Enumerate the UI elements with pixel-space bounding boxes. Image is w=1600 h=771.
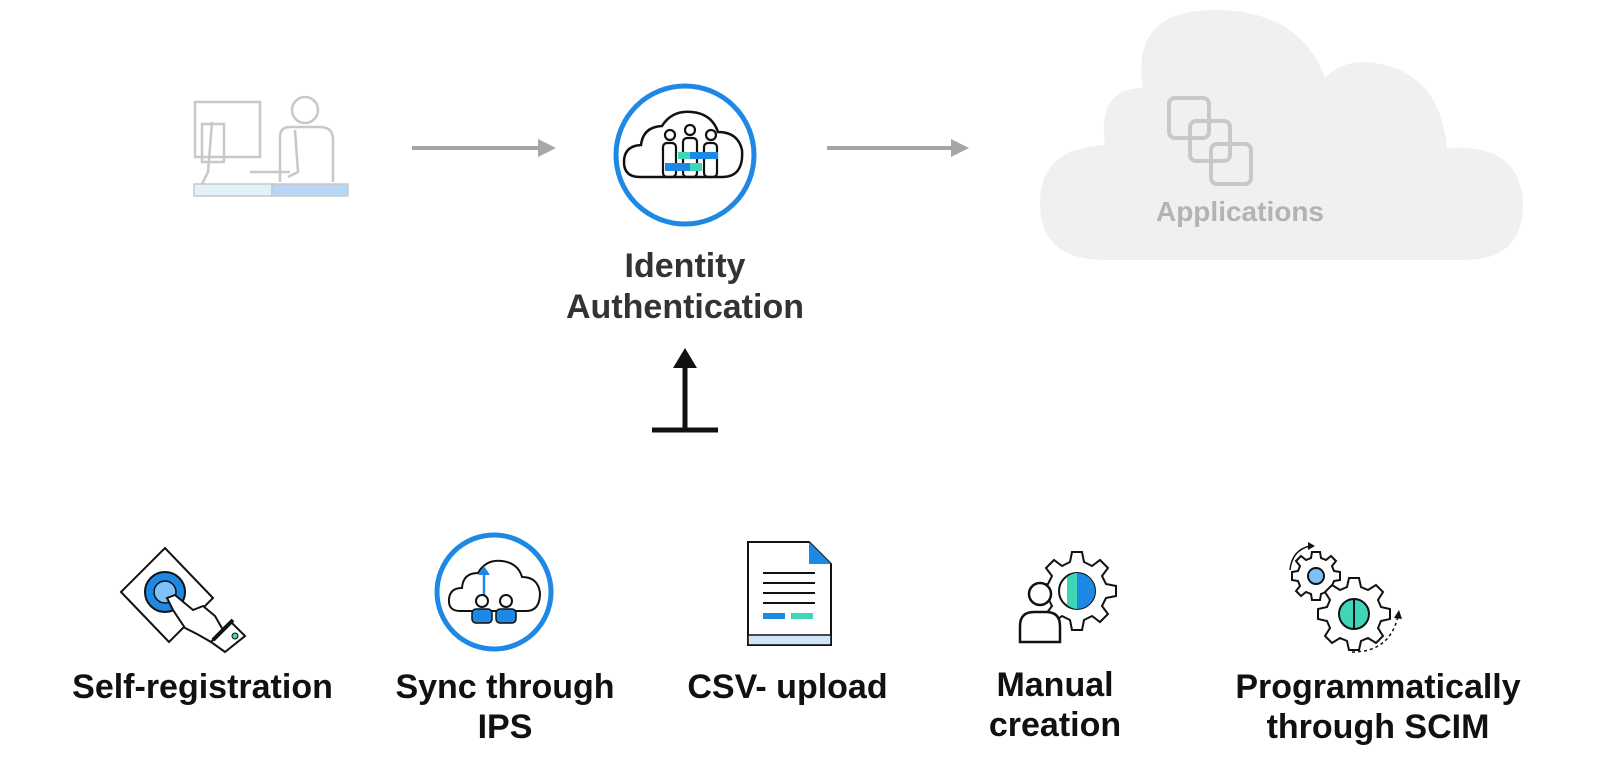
- applications-cloud: [1040, 10, 1523, 260]
- manual-creation-icon: [1018, 551, 1117, 644]
- method-label-line1: CSV- upload: [687, 668, 888, 706]
- arrow-to-identity: [412, 139, 556, 157]
- arrow-to-applications: [827, 139, 969, 157]
- scim-gears-icon: [1289, 542, 1402, 653]
- method-scim: Programmatically through SCIM: [1218, 667, 1538, 747]
- method-self-registration: Self-registration: [60, 667, 345, 707]
- method-label-line2: creation: [988, 706, 1122, 744]
- center-title-line1: Identity: [624, 247, 746, 285]
- applications-icon: [1167, 96, 1253, 186]
- user-at-desk-icon: [193, 95, 349, 197]
- center-title-line2: Authentication: [566, 288, 804, 326]
- applications-label: Applications: [1155, 196, 1324, 227]
- method-sync-ips: Sync through IPS: [375, 667, 635, 747]
- arrow-up-to-identity: [652, 348, 718, 433]
- method-label-line1: Manual: [996, 666, 1114, 704]
- method-csv-upload: CSV- upload: [670, 667, 905, 707]
- method-label-line2: IPS: [477, 708, 533, 746]
- identity-authentication-title: Identity Authentication: [535, 246, 835, 328]
- self-registration-icon: [119, 546, 247, 654]
- sync-cloud-icon: [434, 532, 554, 652]
- method-manual-creation: Manual creation: [955, 665, 1155, 745]
- csv-document-icon: [747, 541, 832, 646]
- identity-cloud-icon: [613, 83, 757, 227]
- method-label-line1: Self-registration: [72, 668, 333, 706]
- method-label-line1: Programmatically: [1235, 668, 1521, 706]
- method-label-line2: through SCIM: [1266, 708, 1490, 746]
- method-label-line1: Sync through: [395, 668, 615, 706]
